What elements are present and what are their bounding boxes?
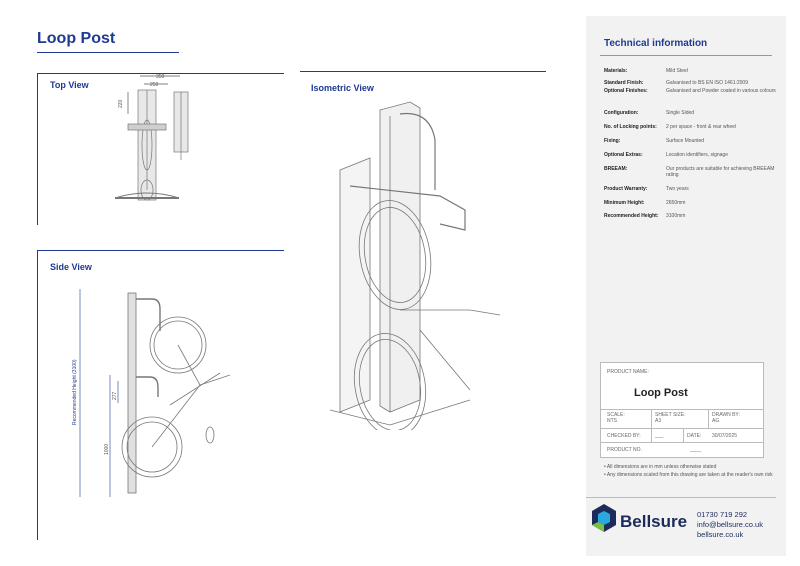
spec-key: Fixing: [604,138,621,144]
note-text: Any dimensions scaled from this drawing … [606,472,773,478]
contact-web[interactable]: bellsure.co.uk [697,530,744,539]
side-view-title: Side View [50,262,92,272]
drawn-label: DRAWN BY: [712,412,740,418]
page-title: Loop Post [37,30,116,47]
product-name-label: PRODUCT NAME: [607,369,649,375]
side-dim-low: 1000 [104,444,110,455]
sheet-value: A3 [655,418,662,424]
note-text: All dimensions are in mm unless otherwis… [606,464,717,470]
product-no-label: PRODUCT NO. [607,447,642,453]
title-underline [37,52,179,53]
spec-value: Galvanised and Powder coated in various … [666,88,776,94]
spec-value: Mild Steel [666,68,688,74]
spec-value: Location identifiers, signage [666,152,728,158]
side-dim-mid: 277 [112,391,118,400]
contact-email[interactable]: info@bellsure.co.uk [697,520,763,529]
spec-key: Optional Extras: [604,152,643,158]
drawn-value: AG [712,418,720,424]
spec-key: Optional Finishes: [604,88,648,94]
top-view-left-rule [37,73,38,225]
note-item: • All dimensions are in mm unless otherw… [604,464,717,470]
top-view-top-rule [37,73,284,74]
top-dim-b: 250 [150,82,159,88]
side-view-drawing: Recommended Height (3100) 277 1000 [72,289,231,497]
side-dim-total: Recommended Height (3100) [72,359,78,425]
spec-value: Single Sided [666,110,695,116]
contact-phone[interactable]: 01730 719 292 [697,510,748,519]
spec-value: 2 per space - front & rear wheel [666,124,737,130]
title-block-rule [600,428,763,429]
top-dim-a: 350 [156,74,165,80]
spec-key: Standard Finish: [604,80,644,86]
sheet-label: SHEET SIZE: [655,412,686,418]
date-value: 30/07/2025 [712,433,738,439]
title-block-divider [683,428,684,442]
spec-value: Galvanised to BS EN ISO 1461:2009 [666,80,748,86]
scale-label: SCALE: [607,412,625,418]
spec-key: Minimum Height: [604,200,645,206]
title-block [600,362,764,458]
technical-panel [586,16,786,556]
title-block-rule [600,409,763,410]
title-block-divider [651,409,652,442]
spec-key: Materials: [604,68,628,74]
product-no-value: ____ [690,447,702,453]
top-view-drawing: 350 250 220 [114,74,189,201]
side-view-left-rule [37,250,38,540]
technical-title: Technical information [604,38,708,49]
spec-key: BREEAM: [604,166,628,172]
spec-value: Two years [666,186,689,192]
product-name-value: Loop Post [634,387,688,399]
bellsure-logo-icon [592,504,616,532]
top-dim-c: 220 [118,99,124,108]
spec-key: No. of Locking points: [604,124,657,130]
brand-name: Bellsure [620,512,688,531]
technical-rule [600,55,772,56]
side-view-top-rule [37,250,284,251]
checked-value: ___ [655,433,664,439]
top-view-title: Top View [50,80,89,90]
iso-view-top-rule [300,71,546,72]
spec-value: 3100mm [666,213,686,219]
spec-key: Product Warranty: [604,186,648,192]
spec-key: Recommended Height: [604,213,659,219]
scale-value: NTS [607,418,617,424]
spec-value: Surface Mounted [666,138,705,144]
spec-value: 2650mm [666,200,686,206]
title-block-divider [708,409,709,428]
title-block-rule [600,442,763,443]
spec-value: Our products are suitable for achieving … [666,166,775,178]
iso-view-title: Isometric View [311,83,374,93]
spec-key: Configuration: [604,110,639,116]
isometric-view-drawing [329,101,501,430]
date-label: DATE: [687,433,702,439]
checked-label: CHECKED BY: [607,433,641,439]
footer-rule [586,497,776,498]
note-item: • Any dimensions scaled from this drawin… [604,472,773,478]
